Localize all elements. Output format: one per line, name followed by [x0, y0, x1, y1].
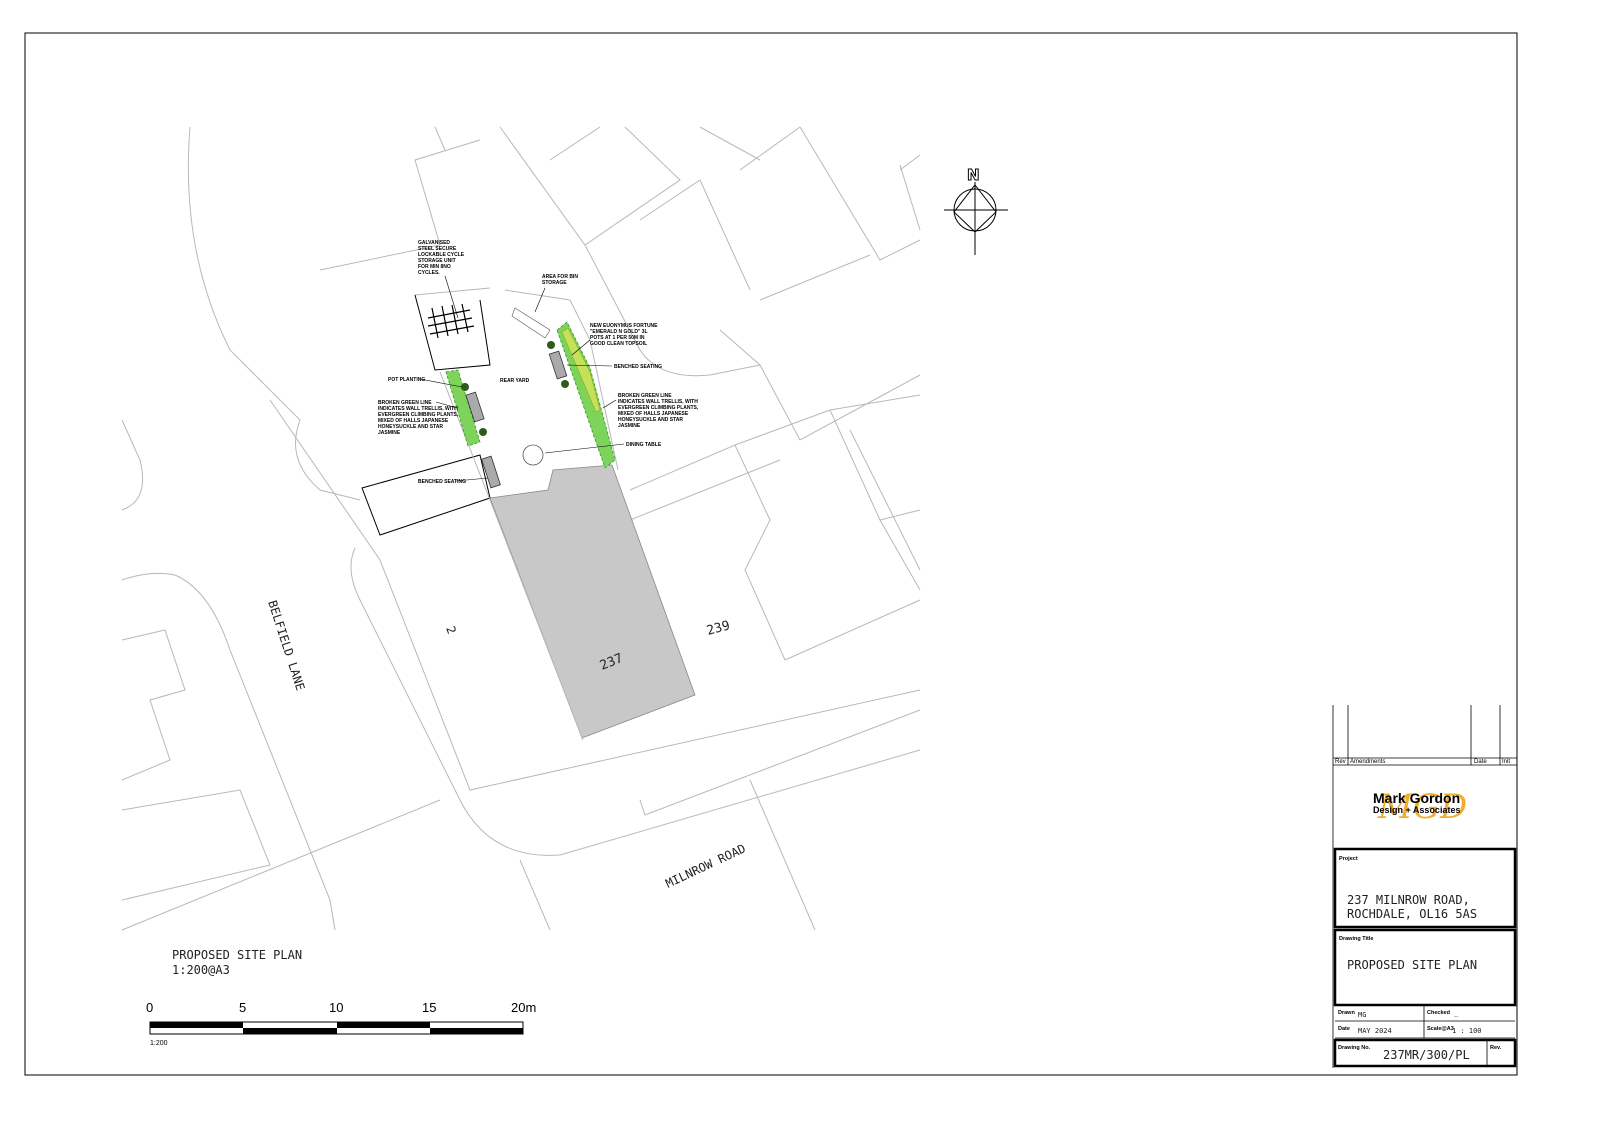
bench-patio: [481, 455, 501, 489]
scale-tick-label: 0: [146, 1000, 153, 1015]
drawing-date: MAY 2024: [1358, 1027, 1392, 1035]
company-logo: MGD Mark Gordon Design + Associates: [1373, 787, 1467, 827]
svg-text:Mark Gordon: Mark Gordon: [1373, 790, 1460, 806]
euonymus-bed: [561, 327, 601, 413]
outbuilding: [361, 454, 491, 536]
init-header: Init: [1502, 759, 1510, 765]
project-label: Project: [1339, 856, 1358, 862]
drawing-no-label: Drawing No.: [1338, 1045, 1371, 1051]
svg-text:Design + Associates: Design + Associates: [1373, 805, 1460, 815]
date-label: Date: [1338, 1026, 1350, 1032]
rev-header: Rev: [1335, 759, 1346, 765]
scale-tick-label: 20m: [511, 1000, 536, 1015]
rev-label: Rev.: [1490, 1045, 1502, 1051]
checked-label: Checked: [1427, 1010, 1450, 1016]
scale-tick-label: 15: [422, 1000, 436, 1015]
north-arrow: [944, 182, 1008, 255]
site-237: [361, 287, 696, 741]
svg-text:DINING TABLE: DINING TABLE: [626, 442, 662, 448]
drawing-caption-scale: 1:200@A3: [172, 963, 230, 977]
bench-right: [548, 350, 568, 380]
pot-plant: [479, 428, 487, 436]
scale-label: Scale@A3: [1427, 1026, 1454, 1032]
scale-bar: [149, 1021, 524, 1035]
svg-text:REAR YARD: REAR YARD: [500, 378, 530, 384]
road-label-milnrow-road: MILNROW ROAD: [663, 841, 747, 890]
drawn-label: Drawn: [1338, 1010, 1355, 1016]
bench-left: [465, 391, 485, 423]
planting-strip-left: [445, 369, 481, 447]
cycle-storage-rack: [427, 303, 475, 339]
drawing-scale: 1 : 100: [1452, 1027, 1482, 1035]
project-address-line1: 237 MILNROW ROAD,: [1347, 893, 1470, 907]
title-block: [1332, 705, 1517, 1068]
north-label: N: [967, 166, 980, 184]
drawing-number: 237MR/300/PL: [1383, 1048, 1470, 1062]
bin-storage-area: [511, 307, 551, 339]
plot-label-239: 239: [705, 618, 732, 639]
svg-text:NEW EUONYMUS FORTUNE"EMERALD N: NEW EUONYMUS FORTUNE"EMERALD N GOLD" 3LP…: [590, 323, 658, 347]
checked-by: _: [1454, 1009, 1459, 1017]
scale-tick-label: 5: [239, 1000, 246, 1015]
planting-strip-right: [556, 321, 616, 469]
dining-table: [522, 444, 544, 466]
svg-text:BENCHED SEATING: BENCHED SEATING: [614, 364, 662, 370]
date-header: Date: [1474, 759, 1487, 765]
pot-plants: [461, 341, 569, 436]
drawing-title-label: Drawing Title: [1339, 936, 1373, 942]
sheet-border: [24, 32, 1518, 1076]
pot-plant: [547, 341, 555, 349]
plot-label-2: 2: [443, 624, 459, 636]
road-label-belfield-lane: BELFIELD LANE: [265, 599, 307, 693]
project-address-line2: ROCHDALE, OL16 5AS: [1347, 907, 1477, 921]
pot-plant: [561, 380, 569, 388]
amendments-header: Amendments: [1350, 759, 1385, 765]
drawn-by: MG: [1358, 1011, 1366, 1019]
pot-plant: [461, 383, 469, 391]
scale-bar-ratio: 1:200: [150, 1040, 168, 1047]
drawing-title: PROPOSED SITE PLAN: [1347, 958, 1477, 972]
svg-text:BENCHED SEATING: BENCHED SEATING: [418, 479, 466, 485]
context-linework: [121, 126, 921, 931]
svg-text:MGD: MGD: [1377, 787, 1467, 827]
drawing-caption-title: PROPOSED SITE PLAN: [172, 948, 302, 962]
scale-tick-label: 10: [329, 1000, 343, 1015]
svg-text:POT PLANTING: POT PLANTING: [388, 377, 425, 383]
